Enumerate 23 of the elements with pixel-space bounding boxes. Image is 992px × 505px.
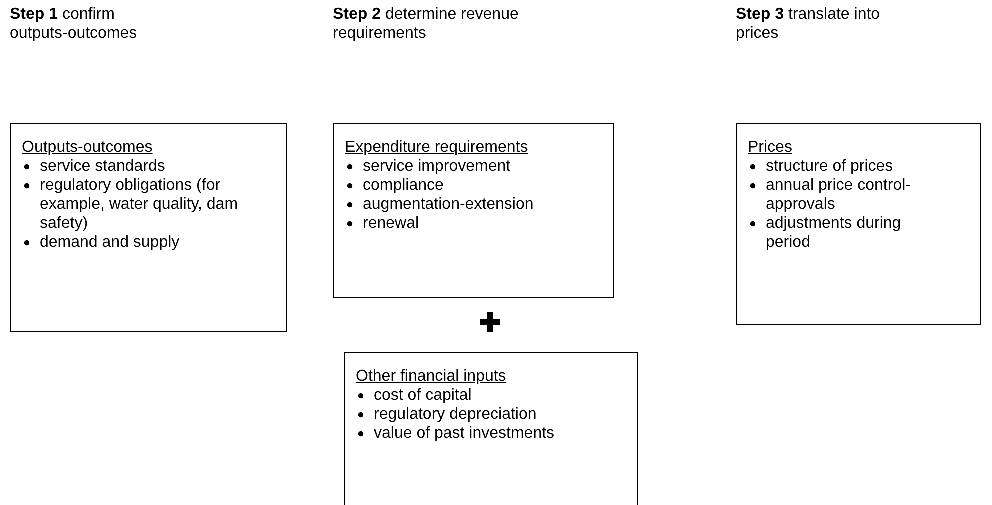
bullet-item: renewal <box>363 215 420 232</box>
bullet-item: cost of capital <box>374 387 472 404</box>
bullet-item: adjustments during period <box>766 215 902 251</box>
bullet-item: augmentation-extension <box>363 196 534 213</box>
box-heading: Prices <box>748 138 794 157</box>
bullet-item: service standards <box>40 158 166 175</box>
box-heading: Expenditure requirements <box>345 138 530 157</box>
bullet-item: compliance <box>363 177 444 194</box>
bullet-item: regulatory depreciation <box>374 406 537 423</box>
step-heading: Step 1 confirm outputs-outcomes <box>10 5 138 43</box>
bullet-item: service improvement <box>363 158 511 175</box>
text-box <box>344 352 638 505</box>
text-box <box>333 123 614 298</box>
step-heading: Step 2 determine revenue requirements <box>333 5 520 43</box>
box-heading: Other financial inputs <box>356 367 508 386</box>
bullet-item: structure of prices <box>766 158 894 175</box>
bullet-item: value of past investments <box>374 425 555 442</box>
box-heading: Outputs-outcomes <box>22 138 154 157</box>
text-box <box>10 123 287 332</box>
bullet-item: regulatory obligations (for example, water quality, dam safety) <box>40 177 238 232</box>
text-box <box>736 123 981 325</box>
bullet-item: demand and supply <box>40 234 180 251</box>
step-heading: Step 3 translate into prices <box>736 5 882 43</box>
